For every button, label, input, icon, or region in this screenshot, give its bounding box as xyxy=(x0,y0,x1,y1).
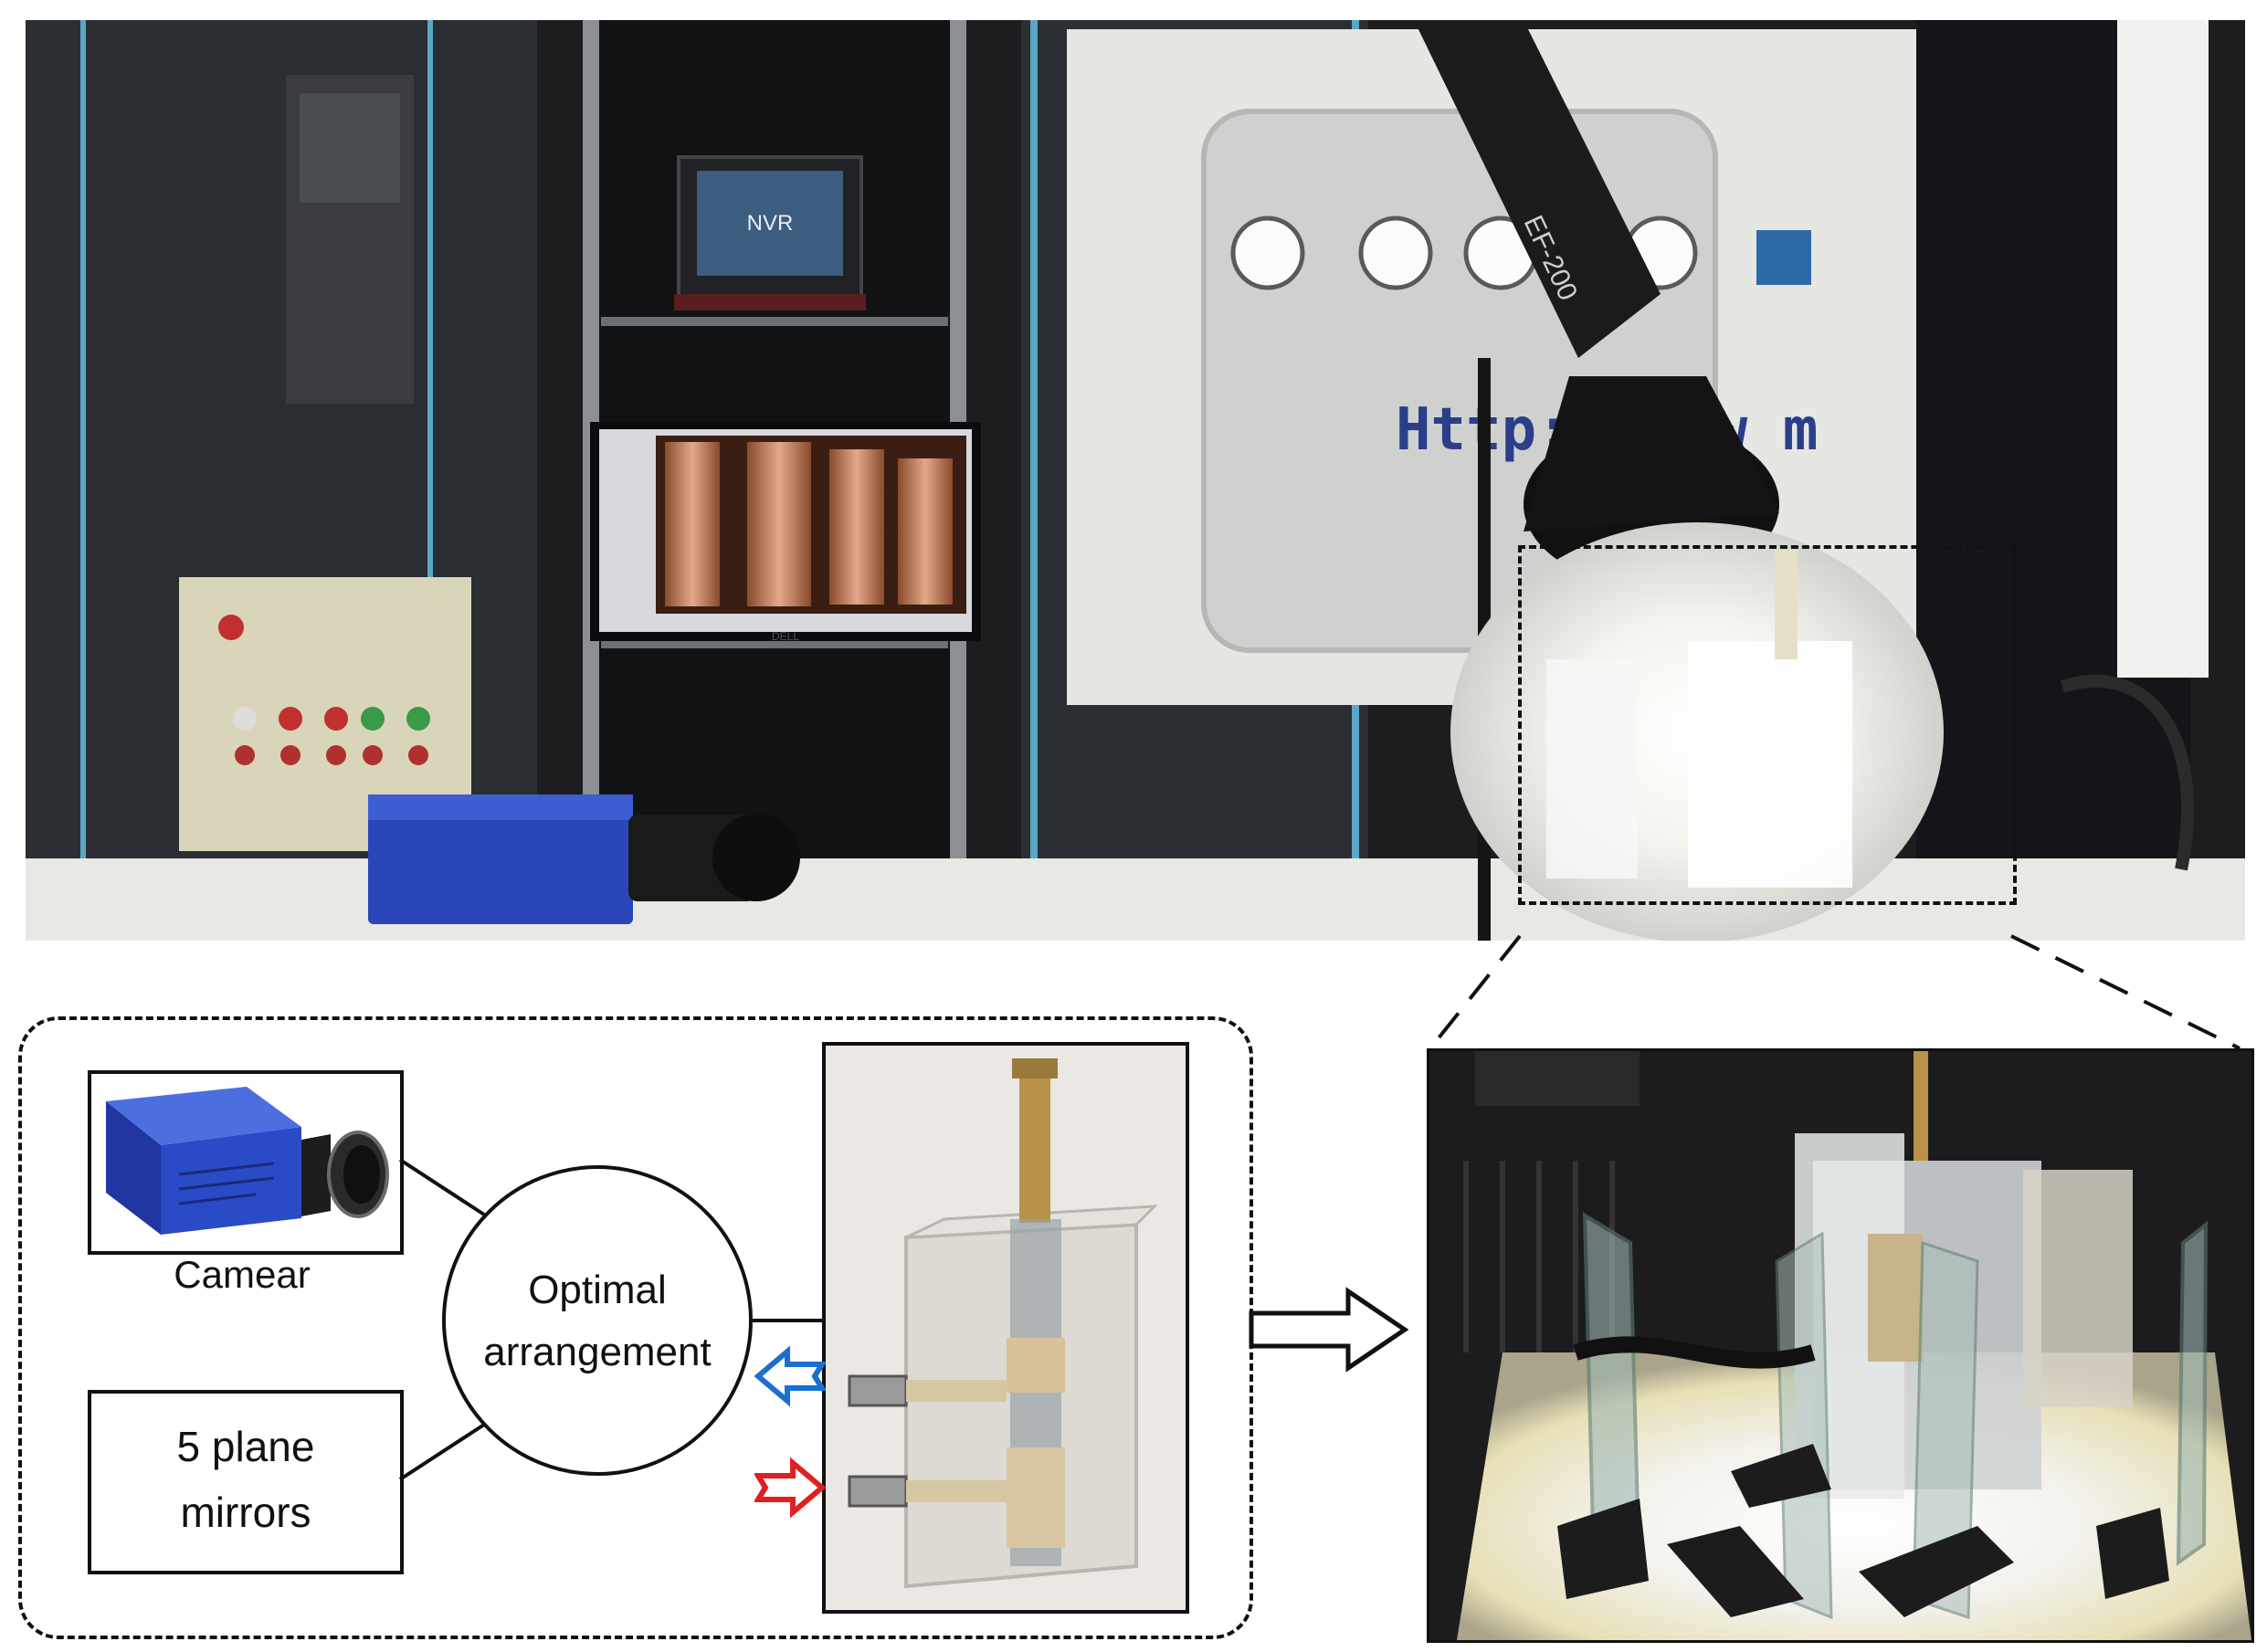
mirrors-label-line2: mirrors xyxy=(180,1489,311,1536)
test-section-photo xyxy=(822,1042,1189,1614)
zoomed-mirror-arrangement-photo xyxy=(1427,1048,2254,1643)
mirrors-box: 5 plane mirrors xyxy=(88,1390,404,1574)
lab-photo: NVR DELL Http: / ww m EF-200 xyxy=(26,20,2245,941)
flow-arrow-icon xyxy=(1249,1287,1409,1373)
dell-logo-text: DELL xyxy=(772,630,799,643)
camera-icon xyxy=(106,1087,389,1235)
optimal-arrangement-label-line2: arrangement xyxy=(483,1330,712,1374)
optimal-arrangement-label-line1: Optimal xyxy=(528,1268,667,1312)
outlet-arrow-icon xyxy=(754,1457,826,1518)
mirrors-label-line1: 5 plane xyxy=(176,1423,315,1470)
nvr-text: NVR xyxy=(747,211,794,236)
camera-label: Camear xyxy=(174,1253,311,1296)
camera-image-box xyxy=(88,1070,404,1255)
zoom-region-box xyxy=(1518,545,2017,905)
inlet-arrow-icon xyxy=(754,1346,826,1406)
